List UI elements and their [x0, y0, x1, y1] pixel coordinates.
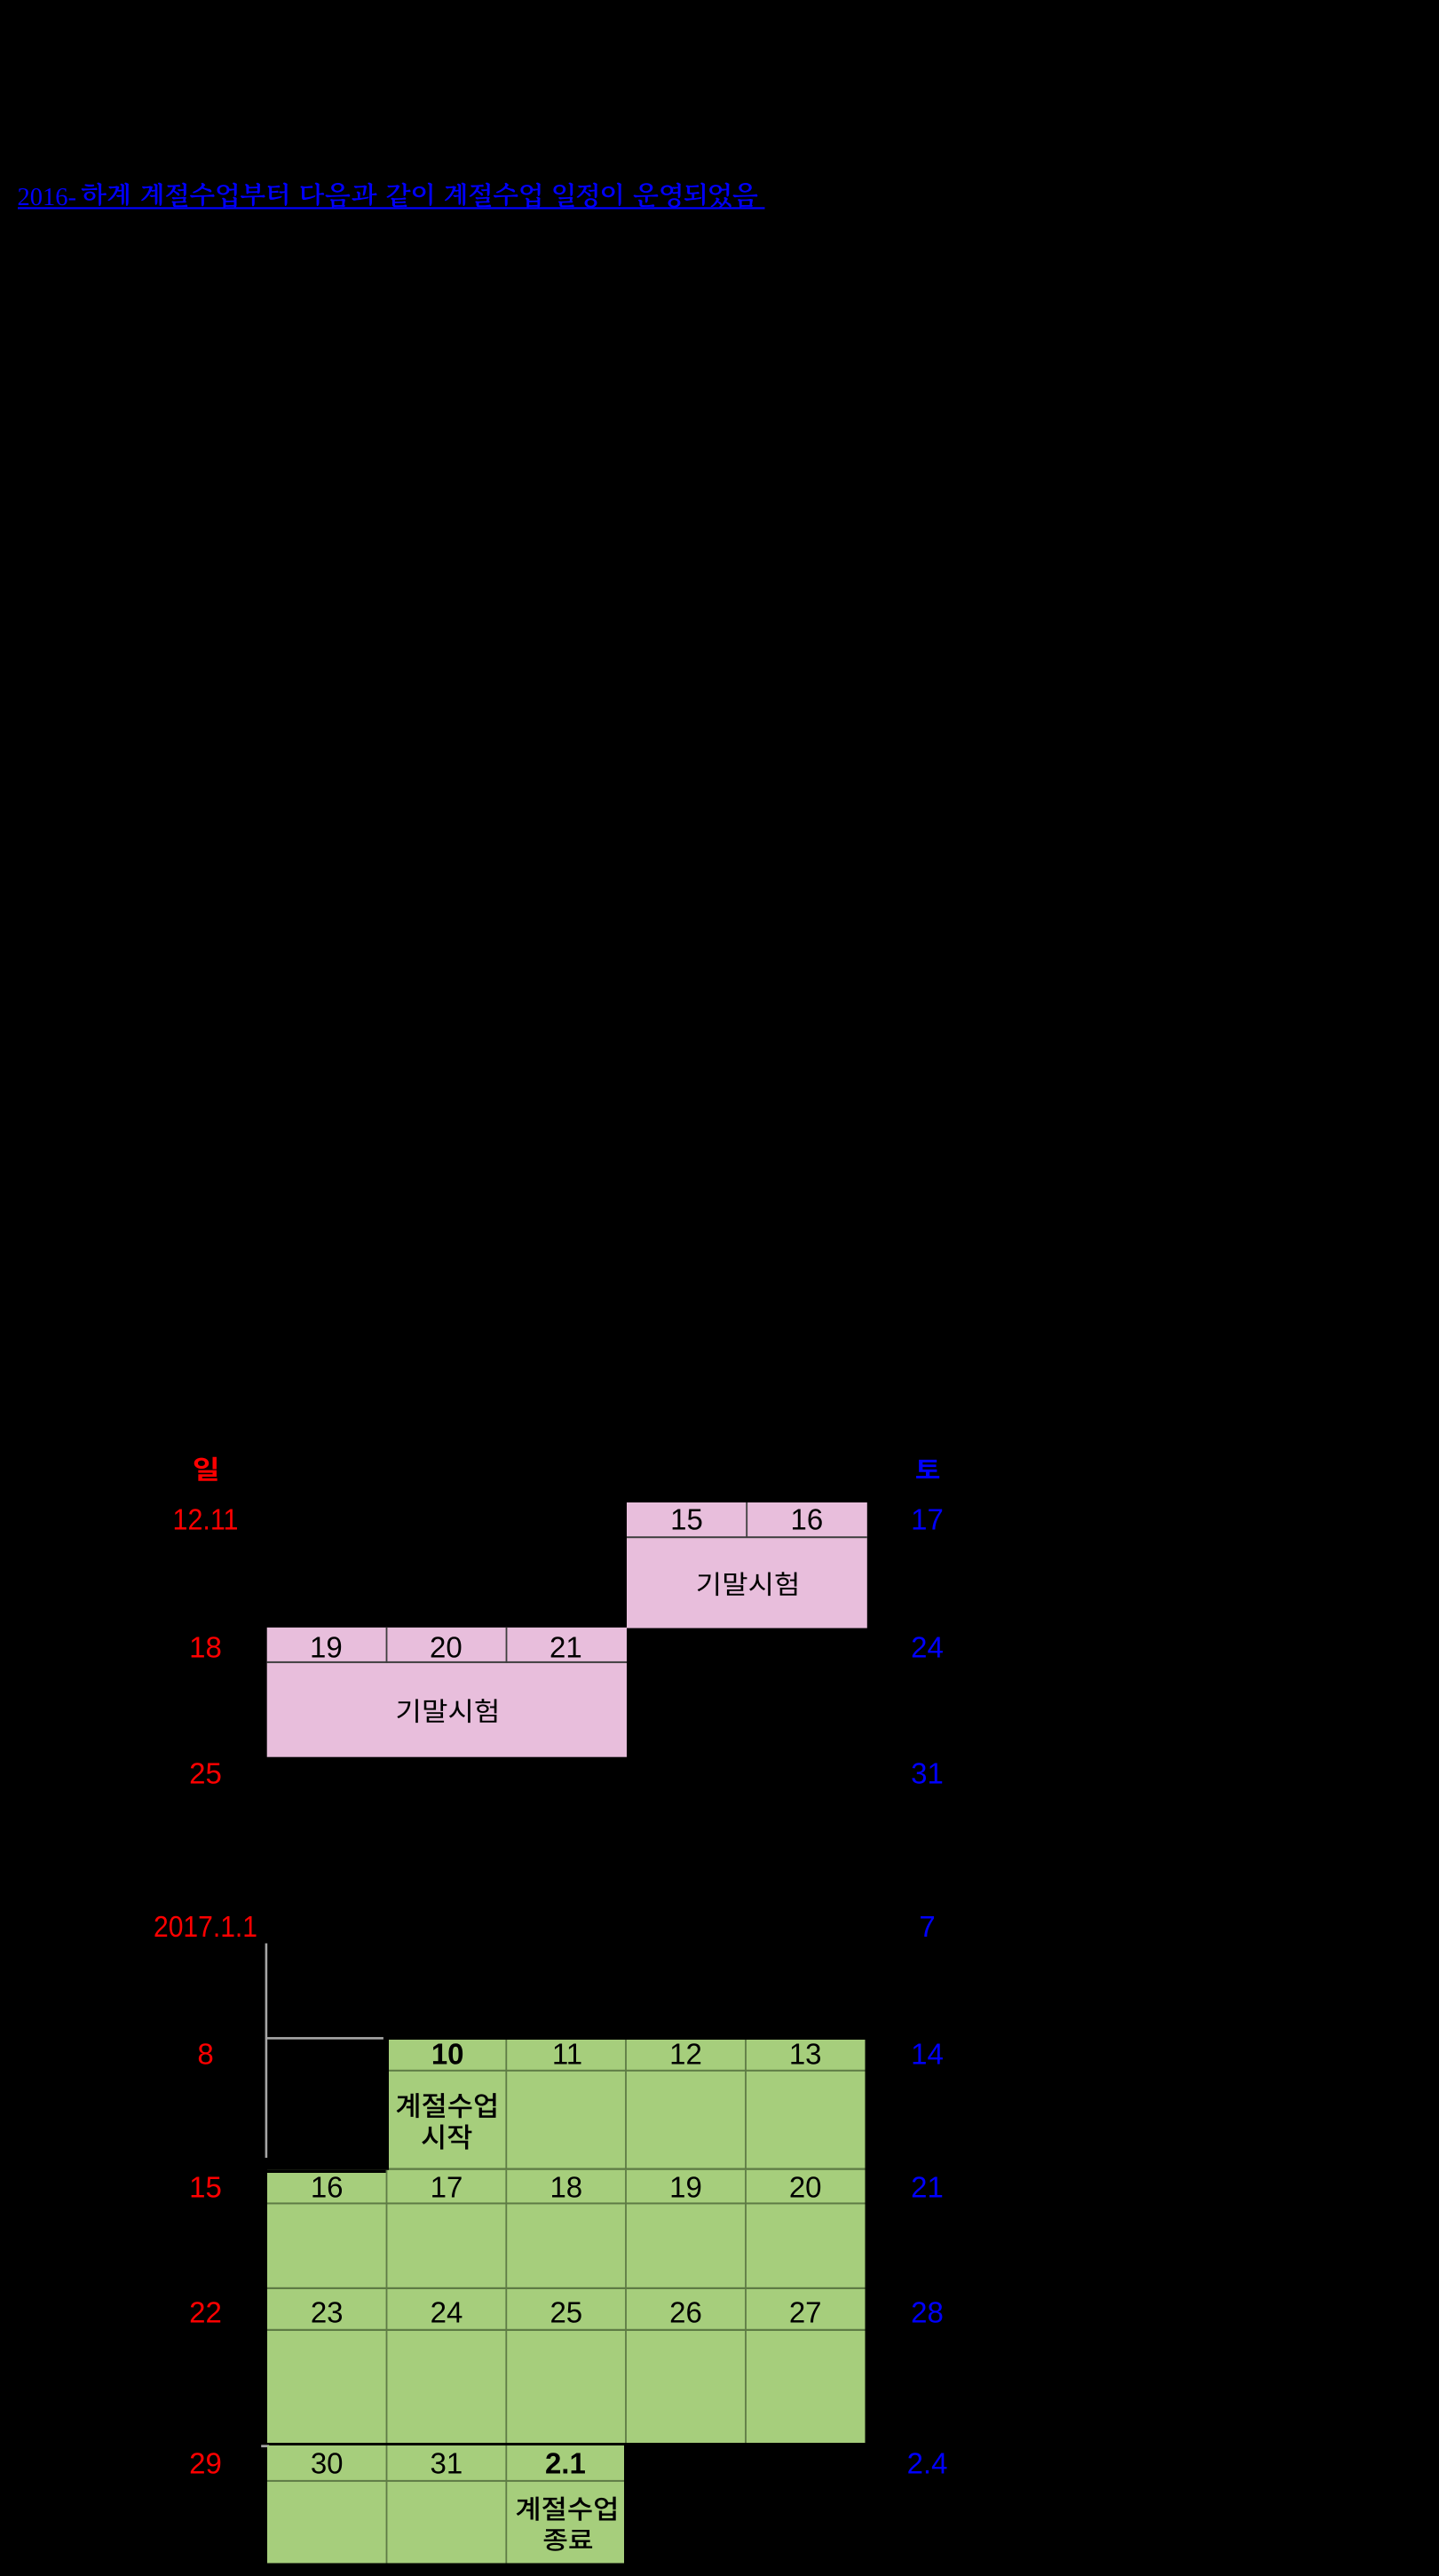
svg-text:24: 24	[911, 1631, 944, 1664]
svg-text:25: 25	[189, 1757, 222, 1790]
svg-text:16: 16	[791, 1502, 824, 1535]
svg-text:2.1: 2.1	[545, 2447, 586, 2480]
svg-text:15: 15	[189, 2170, 222, 2203]
svg-text:14: 14	[911, 2037, 944, 2070]
svg-text:10: 10	[431, 2037, 464, 2070]
svg-text:12.11: 12.11	[173, 1502, 239, 1535]
svg-text:17: 17	[911, 1502, 944, 1535]
svg-text:2016-: 2016-	[18, 184, 77, 211]
svg-text:24: 24	[431, 2295, 463, 2328]
svg-text:19: 19	[669, 2170, 702, 2203]
svg-text:25: 25	[550, 2295, 582, 2328]
svg-text:21: 21	[550, 1631, 582, 1664]
svg-text:2017.1.1: 2017.1.1	[154, 1910, 257, 1943]
svg-text:2.4: 2.4	[907, 2447, 948, 2480]
svg-text:22: 22	[189, 2295, 222, 2328]
svg-text:28: 28	[911, 2295, 944, 2328]
svg-text:19: 19	[310, 1631, 343, 1664]
svg-text:7: 7	[919, 1910, 935, 1943]
svg-text:15: 15	[670, 1502, 703, 1535]
svg-text:8: 8	[197, 2037, 213, 2070]
svg-text:29: 29	[189, 2447, 222, 2480]
svg-text:20: 20	[430, 1631, 463, 1664]
svg-text:31: 31	[431, 2447, 463, 2480]
svg-text:23: 23	[311, 2295, 344, 2328]
svg-text:27: 27	[789, 2295, 822, 2328]
svg-text:30: 30	[311, 2447, 344, 2480]
svg-text:16: 16	[311, 2170, 344, 2203]
svg-text:11: 11	[552, 2037, 582, 2070]
svg-text:21: 21	[911, 2170, 944, 2203]
svg-text:31: 31	[911, 1757, 944, 1790]
svg-text:13: 13	[789, 2037, 822, 2070]
svg-text:26: 26	[669, 2295, 702, 2328]
svg-text:18: 18	[550, 2170, 582, 2203]
svg-text:20: 20	[789, 2170, 822, 2203]
svg-text:17: 17	[431, 2170, 463, 2203]
svg-text:18: 18	[189, 1631, 222, 1664]
svg-text:12: 12	[669, 2037, 702, 2070]
